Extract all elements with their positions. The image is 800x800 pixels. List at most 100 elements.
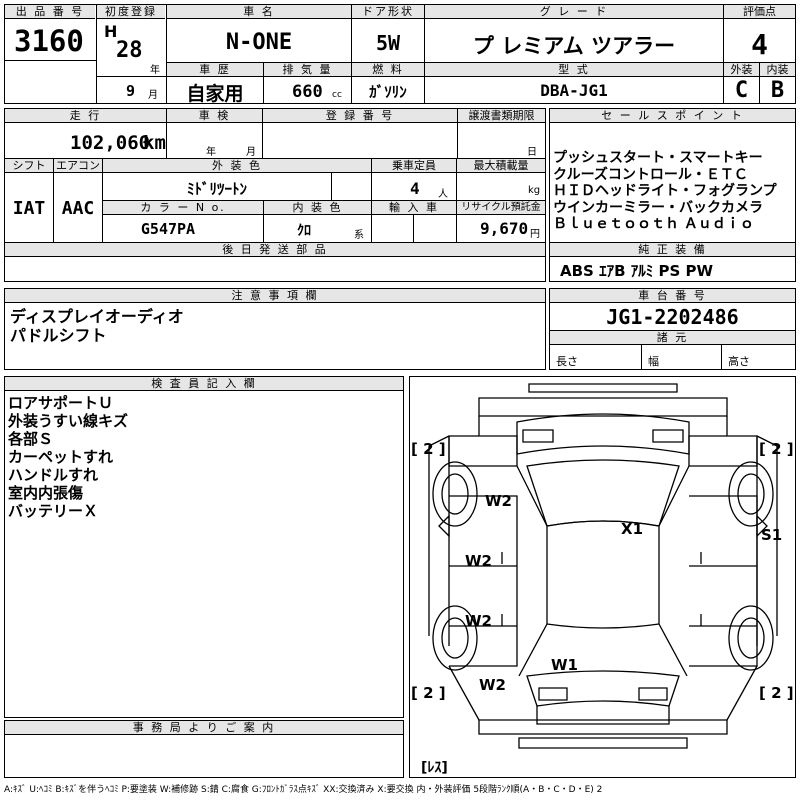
int-color-value: ｸﾛ	[297, 223, 311, 239]
office-label: 事 務 局 よ り ご 案 内	[5, 721, 403, 735]
reg-no-label: 登 録 番 号	[263, 109, 457, 123]
height-label: 高さ	[728, 355, 750, 368]
ext-color-value: ﾐﾄﾞﾘﾂｰﾄﾝ	[186, 180, 247, 198]
damage-mark: W2	[465, 552, 492, 570]
fuel-label: 燃 料	[352, 63, 424, 77]
car-diagram: W2 X1 S1 W2 W2 W1 W2 [ 2 ] [ 2 ] [ 2 ] […	[411, 383, 794, 776]
lot-no-label: 出 品 番 号	[5, 5, 95, 19]
int-color-label: 内 装 色	[264, 201, 371, 215]
displacement-value: 660	[292, 82, 323, 102]
notes-line: パドルシフト	[10, 326, 107, 345]
spec-label: 諸 元	[550, 331, 795, 345]
damage-mark: W2	[485, 492, 512, 510]
notes-line: ディスプレイオーディオ	[10, 307, 184, 326]
recycle-unit: 円	[530, 229, 540, 240]
int-grade-label: 内装	[760, 63, 795, 77]
mileage-value: 102,060	[70, 132, 151, 154]
chassis-box	[549, 288, 796, 370]
inspection-year-unit: 年	[206, 147, 216, 158]
recycle-label: リサイクル預託金	[457, 201, 545, 215]
import-label: 輸 入 車	[372, 201, 456, 215]
reg-month-unit: 月	[148, 90, 158, 101]
damage-mark: W2	[465, 612, 492, 630]
int-grade: B	[770, 78, 785, 103]
inspector-line: バッテリーＸ	[8, 502, 99, 520]
details-table	[4, 108, 546, 282]
inspector-lines: ロアサポートＵ 外装うすい線キズ 各部Ｓ カーペットすれ ハンドルすれ 室内内張…	[8, 394, 128, 520]
inspector-line: ハンドルすれ	[8, 466, 99, 484]
inspector-line: 外装うすい線キズ	[8, 412, 129, 430]
spare-tire-mark: [ﾚｽ]	[421, 760, 448, 776]
load-label: 最大積載量	[457, 159, 545, 173]
transfer-day-unit: 日	[527, 147, 537, 158]
sales-point-lines: プッシュスタート・スマートキー クルーズコントロール・ＥＴＣ ＨＩＤヘッドライト…	[553, 150, 777, 233]
inspector-line: カーペットすれ	[8, 448, 114, 466]
capacity-label: 乗車定員	[372, 159, 456, 173]
sales-line: ウインカーミラー・バックカメラ	[553, 199, 763, 216]
car-name-label: 車 名	[167, 5, 351, 19]
width-label: 幅	[648, 355, 659, 368]
sales-point-label: セ ー ル ス ポ イ ン ト	[550, 109, 795, 123]
office-box	[4, 720, 404, 778]
int-color-unit: 系	[354, 230, 364, 241]
door-label: ドア形状	[352, 5, 424, 19]
inspector-line: 各部Ｓ	[8, 430, 54, 448]
sales-line: Ｂｌｕｅｔｏｏｔｈ Ａｕｄｉｏ	[553, 216, 754, 232]
inspection-month-unit: 月	[246, 147, 256, 158]
header-table	[4, 4, 796, 104]
chassis-value: JG1-2202486	[606, 305, 739, 329]
tire-bracket: [ 2 ]	[411, 440, 446, 458]
displacement-label: 排 気 量	[264, 63, 351, 77]
sales-line: クルーズコントロール・ＥＴＣ	[553, 166, 748, 183]
inspector-line: ロアサポートＵ	[8, 394, 114, 412]
color-no-label: カ ラ ー N o.	[103, 201, 263, 215]
shift-value: IAT	[12, 198, 46, 219]
tire-bracket: [ 2 ]	[759, 684, 794, 702]
ac-label: エアコン	[54, 159, 102, 173]
notes-label: 注 意 事 項 欄	[5, 289, 545, 303]
transfer-label: 譲渡書類期限	[458, 109, 545, 123]
recycle-value: 9,670	[480, 219, 529, 238]
ext-grade: C	[734, 78, 749, 103]
mileage-label: 走 行	[5, 109, 166, 123]
grade-value: プ レミアム ツアラー	[472, 34, 676, 58]
notes-lines: ディスプレイオーディオ パドルシフト	[10, 307, 184, 345]
sales-line: ＨＩＤヘッドライト・フォグランプ	[553, 183, 777, 199]
damage-mark: X1	[621, 520, 643, 538]
capacity-unit: 人	[438, 189, 448, 200]
displacement-unit: cc	[332, 90, 342, 100]
era-letter: H	[104, 22, 118, 41]
reg-year: 28	[116, 38, 143, 63]
damage-mark: S1	[761, 526, 782, 544]
fuel-value: ｶﾞｿﾘﾝ	[369, 83, 407, 101]
mileage-unit: km	[143, 132, 166, 154]
car-name: N-ONE	[225, 30, 293, 55]
car-diagram-box	[409, 376, 796, 778]
sales-point-box	[549, 108, 796, 282]
inspector-label: 検 査 員 記 入 欄	[5, 377, 403, 391]
load-unit: kg	[528, 185, 541, 196]
first-reg-label: 初度登録	[97, 5, 165, 19]
model-value: DBA-JG1	[540, 81, 608, 100]
ext-grade-label: 外装	[724, 63, 759, 77]
inspection-label: 車 検	[167, 109, 262, 123]
reg-year-unit: 年	[150, 65, 160, 76]
legend-text: A:ｷｽﾞ U:ﾍｺﾐ B:ｷｽﾞを伴うﾍｺﾐ P:要塗装 W:補修跡 S:錆 …	[4, 785, 603, 795]
history-label: 車 歴	[167, 63, 263, 77]
tire-bracket: [ 2 ]	[759, 440, 794, 458]
reg-month: 9	[126, 82, 136, 100]
damage-mark: W2	[479, 676, 506, 694]
chassis-label: 車 台 番 号	[550, 289, 795, 303]
damage-mark: W1	[551, 656, 578, 674]
grade-label: グ レ ー ド	[425, 5, 723, 19]
history-value: 自家用	[186, 83, 244, 105]
tire-bracket: [ 2 ]	[411, 684, 446, 702]
model-label: 型 式	[425, 63, 723, 77]
equipment-label: 純 正 装 備	[550, 243, 795, 257]
length-label: 長さ	[556, 355, 578, 368]
notes-box	[4, 288, 546, 370]
ext-color-label: 外 装 色	[103, 159, 371, 173]
inspector-box	[4, 376, 404, 718]
later-parts-label: 後 日 発 送 部 品	[5, 243, 545, 257]
shift-label: シフト	[5, 159, 53, 173]
